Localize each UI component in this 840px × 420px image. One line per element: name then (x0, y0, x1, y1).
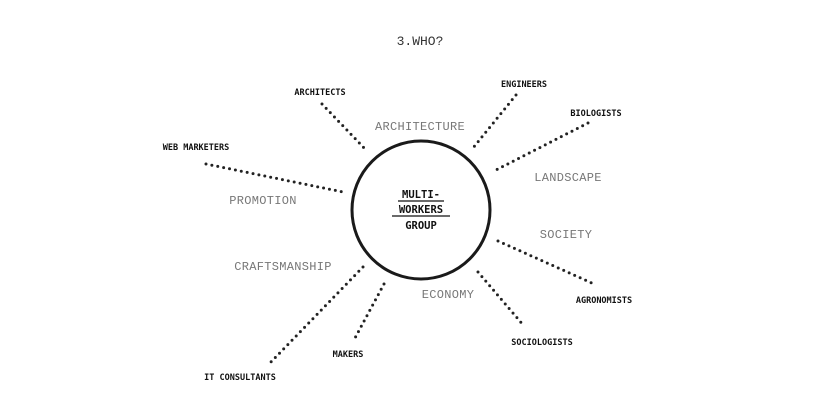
role-makers: MAKERS (333, 350, 364, 360)
connector-sociologists (476, 270, 526, 328)
connector-agronomists (496, 239, 596, 286)
diagram-title: 3.WHO? (397, 34, 444, 49)
connector-it-consultants (268, 265, 365, 365)
connector-makers (353, 282, 386, 340)
role-it-consultants: IT CONSULTANTS (204, 373, 276, 383)
center-line-3: GROUP (405, 220, 437, 232)
center-line-2: WORKERS (399, 204, 443, 216)
connector-web-marketers (204, 162, 345, 194)
role-engineers: ENGINEERS (501, 80, 547, 90)
role-sociologists: SOCIOLOGISTS (511, 338, 572, 348)
field-economy: ECONOMY (422, 288, 475, 302)
role-agronomists: AGRONOMISTS (576, 296, 632, 306)
connector-engineers (471, 93, 518, 150)
role-architects: ARCHITECTS (294, 88, 345, 98)
role-web-marketers: WEB MARKETERS (163, 143, 230, 153)
center-line-1: MULTI- (402, 189, 440, 201)
role-biologists: BIOLOGISTS (570, 109, 621, 119)
field-craftsmanship: CRAFTSMANSHIP (234, 260, 332, 274)
connector-architects (320, 102, 368, 152)
field-architecture: ARCHITECTURE (375, 120, 465, 134)
multi-workers-group-circle (350, 139, 492, 281)
connector-biologists (494, 121, 590, 172)
field-society: SOCIETY (540, 228, 593, 242)
field-landscape: LANDSCAPE (534, 171, 602, 185)
field-promotion: PROMOTION (229, 194, 297, 208)
